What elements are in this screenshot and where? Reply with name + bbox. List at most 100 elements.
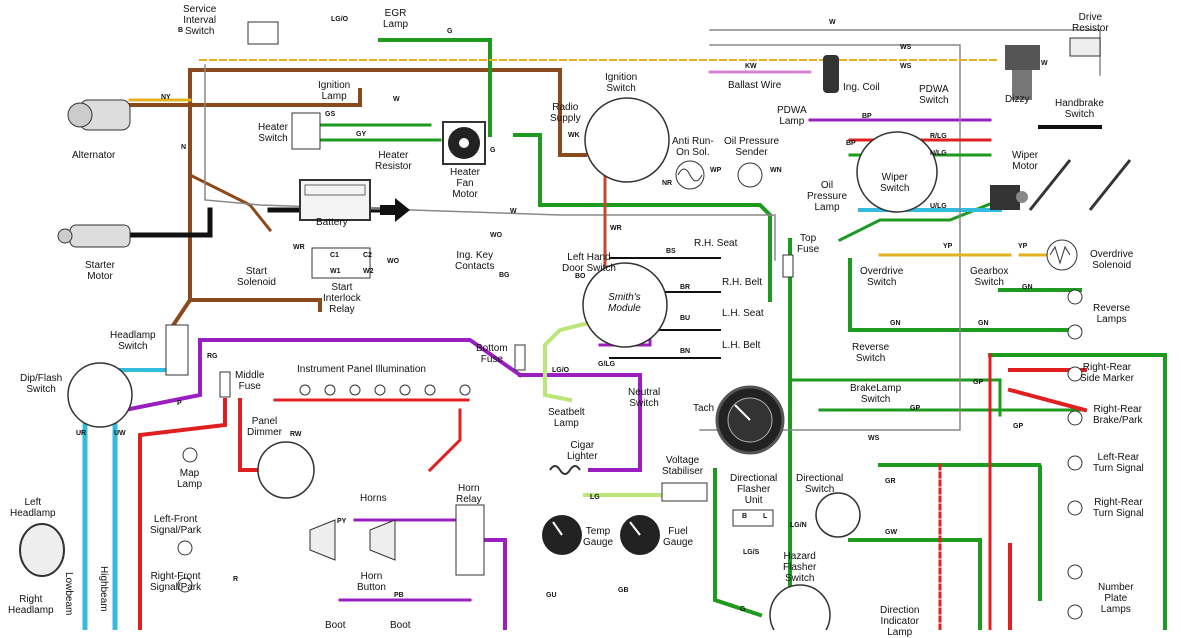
wire-code: PY <box>337 518 347 525</box>
voltage-stabiliser-icon <box>661 482 708 502</box>
wire-gr <box>878 463 1042 602</box>
oil-sender-icon <box>737 162 763 188</box>
wire-code: NY <box>161 94 171 101</box>
wire-code: WO <box>387 258 400 265</box>
wiper-motor-icon <box>990 185 1028 210</box>
wire-code: UR <box>76 430 87 437</box>
tach-icon <box>715 385 785 455</box>
cigar-lighter-icon <box>549 465 581 475</box>
alternator-label: Alternator <box>72 150 116 161</box>
starter-motor-icon <box>57 224 131 248</box>
ballast-wire-label: Ballast Wire <box>728 80 782 91</box>
fuel-gauge-icon <box>620 515 660 555</box>
wire-p-cig <box>518 373 642 472</box>
wire-lg-o <box>543 317 603 403</box>
wire-ws2 <box>699 44 961 431</box>
ignition-coil-icon <box>823 55 839 93</box>
wire-g-ign <box>513 133 772 302</box>
wire-code: WO <box>490 232 503 239</box>
wire-code: BP <box>846 140 856 147</box>
temp-gauge-icon <box>542 515 582 555</box>
bottom-fuse-icon <box>514 344 526 371</box>
wire-code: YP <box>1018 243 1028 250</box>
wire-code: P <box>177 400 182 407</box>
wire-code: WS <box>900 44 912 51</box>
wire-code: G <box>490 147 496 154</box>
top-fuse-icon <box>782 254 794 278</box>
wire-gw <box>848 538 982 630</box>
terminal-code: B <box>742 513 748 520</box>
wire-code: PB <box>394 592 404 599</box>
distributor-icon <box>1005 45 1040 100</box>
dip-flash-switch-icon <box>67 362 133 428</box>
wire-code: GW <box>885 529 898 536</box>
wire-code: LG/N <box>790 522 807 529</box>
wire-code: WK <box>568 132 580 139</box>
wire-g-dir <box>713 468 763 618</box>
wire-code: GB <box>618 587 629 594</box>
wire-n-left <box>188 68 322 312</box>
drive-resistor-icon <box>1069 37 1101 57</box>
wire-p <box>122 338 523 413</box>
rh-belt-label: R.H. Belt <box>722 277 763 288</box>
wire-code: W <box>829 19 836 26</box>
boot-label-1: Boot <box>325 620 346 631</box>
battery-label: Battery <box>316 217 348 228</box>
wire-code: B <box>178 27 184 34</box>
wire-n-main <box>188 68 587 157</box>
wire-code: GS <box>325 111 336 118</box>
wire-gn <box>848 258 1082 332</box>
headlamp-switch-icon <box>165 324 189 376</box>
left-headlamp-icon <box>19 523 65 577</box>
rear-lamp-bulbs <box>1067 289 1083 620</box>
highbeam-label: Highbeam <box>98 566 109 612</box>
wire-code: N <box>181 144 187 151</box>
heater-fan-motor-icon <box>442 121 486 165</box>
wire-code: BP <box>862 113 872 120</box>
rh-seat-label: R.H. Seat <box>694 238 738 249</box>
wire-code: WP <box>710 167 722 174</box>
wire-code: G/LG <box>598 361 616 368</box>
horns-label: Horns <box>360 493 387 504</box>
wire-code: R <box>233 576 239 583</box>
terminal-code: C1 <box>330 252 339 259</box>
wire-g-top <box>378 38 492 137</box>
middle-fuse-icon <box>219 371 231 398</box>
instrument-panel-illumination-label: Instrument Panel Illumination <box>297 364 426 375</box>
interlock-relay-icon <box>311 247 371 279</box>
terminal-code: C2 <box>363 252 372 259</box>
ing-coil-label: Ing. Coil <box>843 82 880 93</box>
boot-label-2: Boot <box>390 620 411 631</box>
